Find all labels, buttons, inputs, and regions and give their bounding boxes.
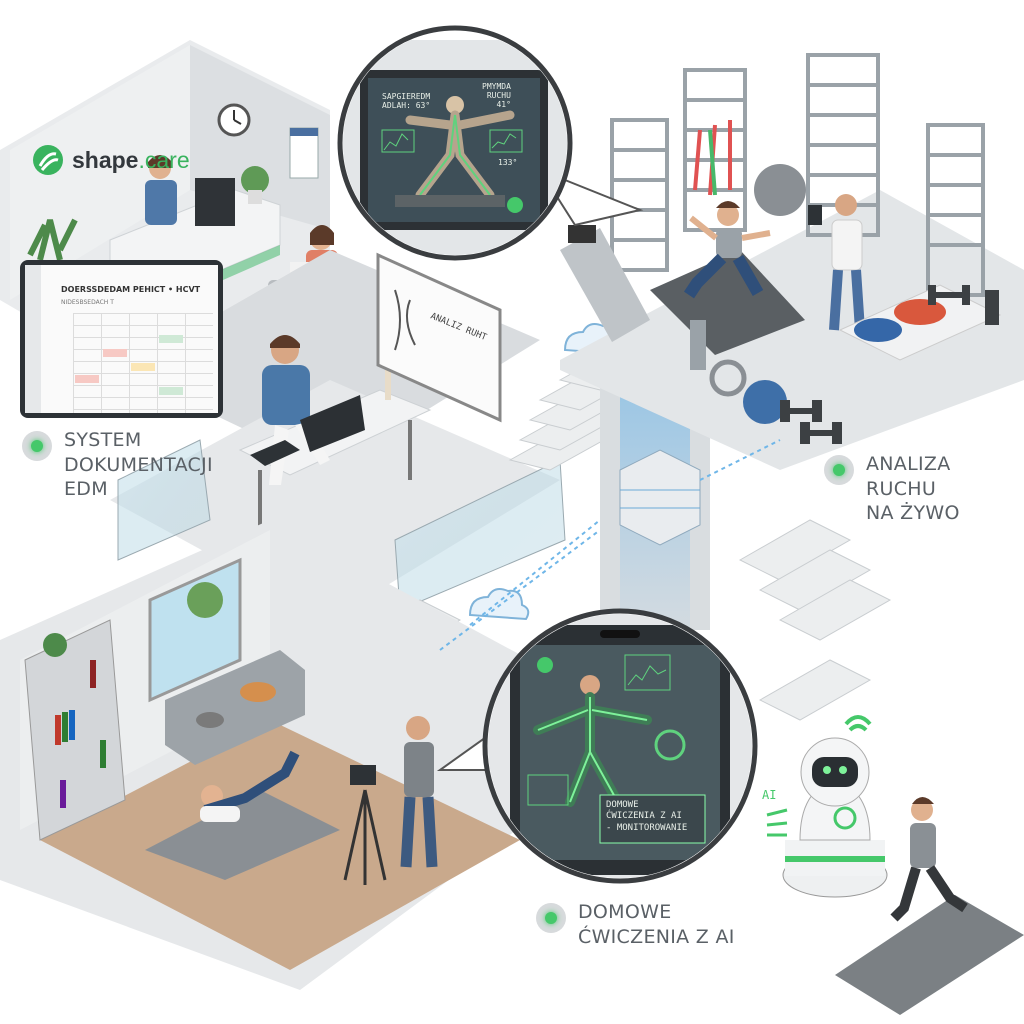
wifi-icon [844, 715, 872, 732]
consult-office: ANALIZ RUHT [110, 250, 560, 620]
desk-tablet [250, 440, 300, 466]
treadmill-mat [835, 895, 1024, 1015]
motion-analysis-zoom [337, 25, 644, 261]
caption-home: DOMOWE ĆWICZENIA Z AI [536, 900, 735, 949]
caption-home-line1: DOMOWE [578, 901, 672, 923]
shape-care-logo: shape.care [30, 142, 190, 178]
logo-text-shape: shape [72, 146, 139, 173]
caption-motion: ANALIZA RUCHU NA ŻYWO [824, 452, 1024, 526]
sofa [165, 650, 305, 765]
glass-railing [117, 439, 211, 561]
reception-computer [195, 178, 235, 226]
home-helper [406, 716, 430, 740]
gym-therapist [835, 194, 857, 216]
caption-edm: SYSTEM DOKUMENTACJI EDM [22, 428, 213, 502]
exercise-ball-icon [754, 164, 806, 216]
exercise-mat [650, 250, 805, 355]
tablet-angle-text: 133° [498, 158, 518, 167]
edm-calendar-grid [73, 313, 213, 413]
tablet-left-text: SAPGIEREDM ADLAH: 63° [382, 92, 431, 110]
server-hub [600, 380, 710, 630]
edm-screen-subtitle: NIDESBSEDACH T [61, 299, 114, 306]
runner [911, 799, 933, 821]
caption-edm-line3: EDM [64, 478, 108, 501]
caption-motion-line2: NA ŻYWO [866, 502, 960, 525]
caption-edm-line1: SYSTEM [64, 429, 142, 451]
gym-patient [717, 204, 739, 226]
home-room [0, 520, 530, 990]
exercise-bike [690, 320, 706, 370]
robot-ai-label: AI [762, 788, 777, 802]
caption-edm-line2: DOKUMENTACJI [64, 453, 213, 476]
glass-railing [394, 459, 566, 611]
logo-mark-icon [33, 145, 63, 175]
status-dot-icon [824, 455, 854, 485]
balance-pod-icon [854, 318, 902, 342]
ai-robot-area [766, 715, 1024, 1015]
anatomy-whiteboard [376, 252, 502, 423]
treadmill [560, 228, 650, 342]
tripod [343, 789, 367, 881]
home-ai-zoom [436, 608, 758, 884]
cat-icon [196, 712, 224, 728]
caption-home-line2: ĆWICZENIA Z AI [578, 925, 735, 948]
cat-icon [240, 682, 276, 702]
dumbbell-icon [780, 285, 970, 444]
therapist-tablet [808, 205, 822, 225]
laptop [300, 395, 365, 452]
status-dot-icon [536, 903, 566, 933]
edm-calendar-screen: DOERSSDEDAM PEHICT • HCVT NIDESBSEDACH T [20, 260, 223, 418]
status-dot-icon [22, 431, 52, 461]
rehab-gym [560, 53, 1024, 470]
home-exercise-mat [145, 790, 340, 880]
phone-overlay-text: DOMOWE ĆWICZENIA Z AI - MONITOROWANIE [606, 800, 688, 833]
edm-screen-title: DOERSSDEDAM PEHICT • HCVT [61, 285, 201, 294]
balance-pod-icon [894, 299, 946, 325]
caption-motion-line1: ANALIZA RUCHU [866, 453, 951, 500]
tablet-right-text: PMYMDA RUCHU 41° [482, 82, 511, 109]
books [55, 660, 106, 808]
logo-text-care: .care [138, 146, 190, 173]
edm-sidebar [25, 265, 41, 413]
data-flow-lines [439, 439, 781, 651]
